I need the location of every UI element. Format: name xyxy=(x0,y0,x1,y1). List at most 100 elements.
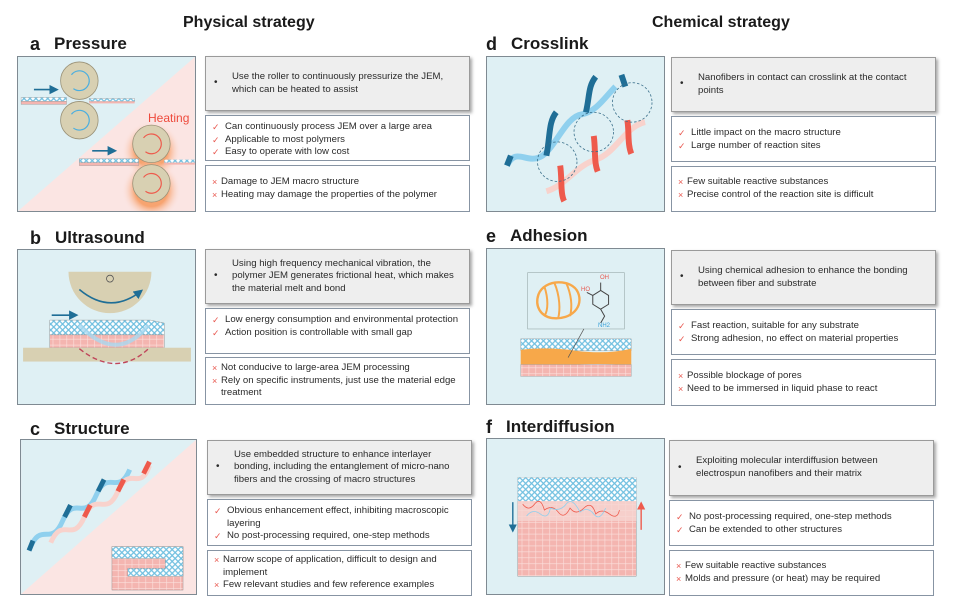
description-text: Use the roller to continuously pressuriz… xyxy=(232,70,444,95)
interdiffusion-disadvantages: ×Few suitable reactive substances ×Molds… xyxy=(669,550,934,596)
disadvantage-item: ×Precise control of the reaction site is… xyxy=(678,189,874,200)
advantage-item: ✓Little impact on the macro structure xyxy=(678,127,841,138)
disadvantage-item: ×Narrow scope of application, difficult … xyxy=(214,554,437,578)
interdiffusion-figure xyxy=(486,438,665,595)
ultrasound-disadvantages: ×Not conducive to large-area JEM process… xyxy=(205,357,470,405)
disadvantage-item: ×Few suitable reactive substances xyxy=(676,560,827,572)
disadvantage-item: ×Few suitable reactive substances xyxy=(678,176,829,188)
structure-disadvantages: ×Narrow scope of application, difficult … xyxy=(207,550,472,596)
structure-figure xyxy=(20,439,197,595)
cross-icon: × xyxy=(214,580,220,591)
disadvantage-item: ×Need to be immersed in liquid phase to … xyxy=(678,382,878,394)
cross-icon: × xyxy=(676,561,682,572)
structure-description: • Use embedded structure to enhance inte… xyxy=(207,440,472,495)
panel-b-heading: b Ultrasound xyxy=(30,228,145,248)
check-icon: ✓ xyxy=(676,524,684,535)
check-icon: ✓ xyxy=(214,531,222,542)
check-icon: ✓ xyxy=(212,315,220,325)
roller-icon xyxy=(60,101,99,140)
chemical-strategy-title: Chemical strategy xyxy=(652,14,790,31)
disadvantage-item: ×Rely on specific instruments, just use … xyxy=(212,374,456,399)
interdiffusion-advantages: ✓No post-processing required, one-step m… xyxy=(669,500,934,546)
advantage-item: ✓Fast reaction, suitable for any substra… xyxy=(678,320,859,331)
disadvantage-item: ×Not conducive to large-area JEM process… xyxy=(212,362,410,374)
disadvantage-item: ×Few relevant studies and few reference … xyxy=(214,579,435,591)
disadvantage-item: ×Molds and pressure (or heat) may be req… xyxy=(676,573,881,584)
ultrasound-description: • Using high frequency mechanical vibrat… xyxy=(205,249,470,304)
cross-icon: × xyxy=(678,370,684,381)
adhesion-disadvantages: ×Possible blockage of pores ×Need to be … xyxy=(671,359,936,406)
panel-d-heading: d Crosslink xyxy=(486,34,589,54)
cross-icon: × xyxy=(676,574,682,584)
heating-label: Heating xyxy=(148,111,190,125)
cross-icon: × xyxy=(678,177,684,188)
interdiffusion-description: • Exploiting molecular interdiffusion be… xyxy=(669,440,934,496)
check-icon: ✓ xyxy=(212,134,220,145)
disadvantage-item: ×Damage to JEM macro structure xyxy=(212,175,360,187)
adhesion-advantages: ✓Fast reaction, suitable for any substra… xyxy=(671,309,936,355)
advantage-item: ✓Strong adhesion, no effect on material … xyxy=(678,332,899,344)
advantage-item: ✓No post-processing required, one-step m… xyxy=(676,511,892,522)
panel-e-heading: e Adhesion xyxy=(486,226,588,246)
ultrasound-illustration xyxy=(23,271,191,365)
cross-icon: × xyxy=(678,190,684,200)
bullet-icon: • xyxy=(680,78,684,90)
crosslink-disadvantages: ×Few suitable reactive substances ×Preci… xyxy=(671,166,936,212)
advantage-item: ✓Obvious enhancement effect, inhibiting … xyxy=(214,505,449,529)
cross-icon: × xyxy=(212,189,218,200)
nh2-label: NH2 xyxy=(598,323,611,329)
panel-letter: a xyxy=(30,34,41,54)
ultrasound-advantages: ✓Low energy consumption and environmenta… xyxy=(205,308,470,354)
pressure-figure: Heating xyxy=(17,56,196,212)
check-icon: ✓ xyxy=(676,512,684,522)
check-icon: ✓ xyxy=(212,327,220,338)
panel-f-heading: f Interdiffusion xyxy=(486,417,615,437)
crosslink-illustration xyxy=(504,73,653,203)
ho-label: HO xyxy=(581,287,590,293)
advantage-item: ✓Can be extended to other structures xyxy=(676,523,843,535)
check-icon: ✓ xyxy=(678,321,686,331)
bullet-icon: • xyxy=(214,270,218,282)
pressure-illustration xyxy=(18,57,195,211)
oh-label: OH xyxy=(600,275,609,281)
heated-roller-icon xyxy=(132,164,171,203)
advantage-item: ✓Can continuously process JEM over a lar… xyxy=(212,121,432,132)
roller-icon xyxy=(60,61,99,100)
advantage-item: ✓No post-processing required, one-step m… xyxy=(214,530,430,542)
panel-title: Pressure xyxy=(54,34,127,53)
advantage-item: ✓Low energy consumption and environmenta… xyxy=(212,314,459,325)
pressure-disadvantages: ×Damage to JEM macro structure ×Heating … xyxy=(205,165,470,212)
interdiffusion-illustration xyxy=(508,477,646,577)
structure-illustration xyxy=(21,440,196,594)
check-icon: ✓ xyxy=(212,147,220,158)
panel-a-heading: a Pressure xyxy=(30,34,127,55)
cross-icon: × xyxy=(678,383,684,394)
check-icon: ✓ xyxy=(214,506,222,516)
bullet-icon: • xyxy=(216,461,220,473)
check-icon: ✓ xyxy=(678,333,686,344)
bullet-icon: • xyxy=(214,77,218,89)
advantage-item: ✓Applicable to most polymers xyxy=(212,133,345,145)
check-icon: ✓ xyxy=(678,128,686,138)
physical-strategy-title: Physical strategy xyxy=(183,14,315,31)
check-icon: ✓ xyxy=(678,140,686,151)
disadvantage-item: ×Possible blockage of pores xyxy=(678,369,802,381)
adhesion-illustration xyxy=(520,272,632,377)
advantage-item: ✓Action position is controllable with sm… xyxy=(212,326,413,338)
disadvantage-item: ×Heating may damage the properties of th… xyxy=(212,188,437,200)
bullet-icon: • xyxy=(680,271,684,283)
structure-advantages: ✓Obvious enhancement effect, inhibiting … xyxy=(207,499,472,546)
crosslink-advantages: ✓Little impact on the macro structure ✓L… xyxy=(671,116,936,162)
mussel-icon xyxy=(536,281,581,320)
crosslink-description: • Nanofibers in contact can crosslink at… xyxy=(671,57,936,112)
cross-icon: × xyxy=(212,363,218,374)
cross-icon: × xyxy=(212,375,218,386)
cross-icon: × xyxy=(212,176,218,187)
pressure-advantages: ✓Can continuously process JEM over a lar… xyxy=(205,115,470,161)
panel-c-heading: c Structure xyxy=(30,419,130,439)
bullet-icon: • xyxy=(678,461,682,473)
pressure-description: • Use the roller to continuously pressur… xyxy=(205,56,470,111)
crosslink-figure xyxy=(486,56,665,212)
adhesion-description: • Using chemical adhesion to enhance the… xyxy=(671,250,936,305)
advantage-item: ✓Easy to operate with low cost xyxy=(212,146,350,158)
